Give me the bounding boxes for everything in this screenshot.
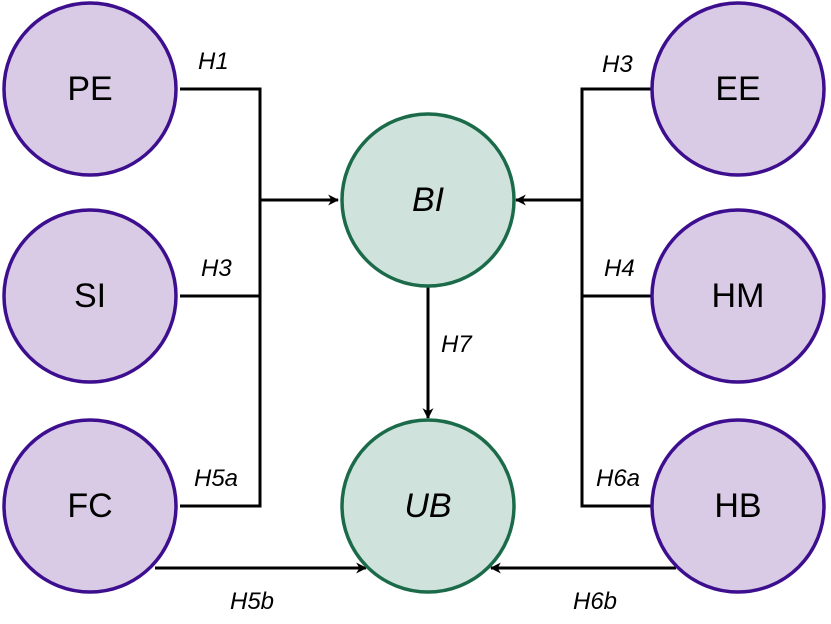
edge-hb-bi xyxy=(580,200,652,508)
edge-label-h1: H1 xyxy=(198,48,229,75)
edge-label-h6a: H6a xyxy=(596,465,640,492)
node-fc: FC xyxy=(2,418,178,594)
edge-pe-bi xyxy=(180,87,262,200)
node-hm: HM xyxy=(650,208,826,384)
node-bi: BI xyxy=(340,112,516,288)
edge-label-h7: H7 xyxy=(441,331,473,358)
node-hb: HB xyxy=(650,418,826,594)
edge-label-h5b: H5b xyxy=(230,588,274,615)
edge-label-ee: H3 xyxy=(602,51,633,78)
node-pe: PE xyxy=(2,1,178,177)
node-ee-label: EE xyxy=(715,70,760,108)
edge-ee-bi xyxy=(580,87,652,200)
edge-fc-bi xyxy=(180,200,262,508)
node-hb-label: HB xyxy=(714,487,761,525)
node-bi-label: BI xyxy=(412,181,445,219)
edge-label-h6b: H6b xyxy=(573,588,617,615)
edge-label-si: H3 xyxy=(201,255,232,282)
node-fc-label: FC xyxy=(67,487,112,525)
edge-label-h5a: H5a xyxy=(194,465,238,492)
node-ee: EE xyxy=(650,1,826,177)
edge-label-h4: H4 xyxy=(604,255,635,282)
node-ub: UB xyxy=(340,418,516,594)
node-ub-label: UB xyxy=(404,487,451,525)
node-si-label: SI xyxy=(74,277,106,315)
node-pe-label: PE xyxy=(67,70,112,108)
node-hm-label: HM xyxy=(712,277,765,315)
node-si: SI xyxy=(2,208,178,384)
